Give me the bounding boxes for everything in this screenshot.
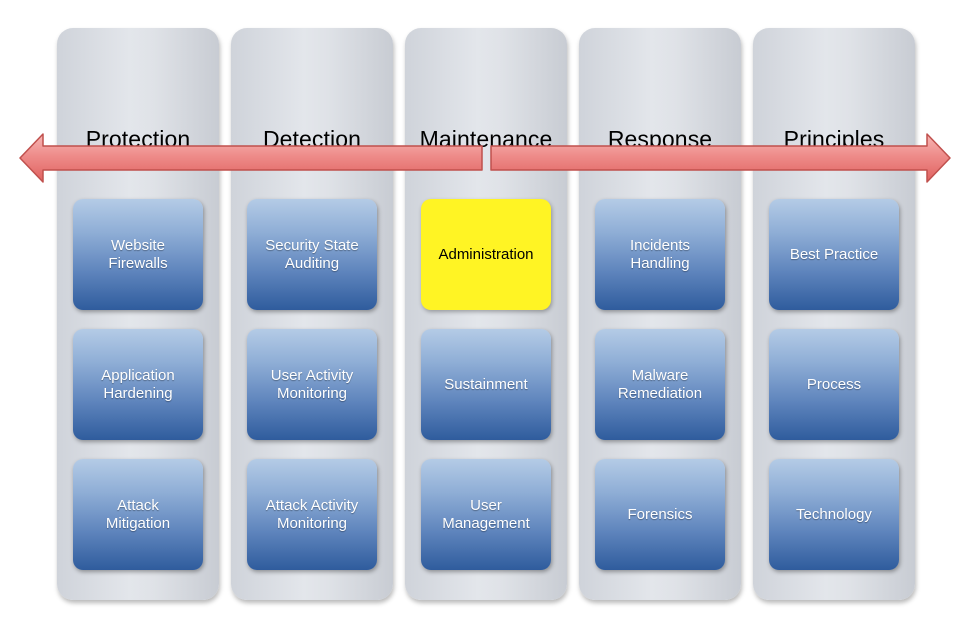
- item-label: Website Firewalls: [108, 236, 168, 272]
- item-box: Forensics: [595, 459, 725, 570]
- item-label: User Management: [442, 496, 530, 532]
- item-box: Security State Auditing: [247, 199, 377, 310]
- column-maintenance: Maintenance Administration Sustainment U…: [405, 28, 567, 600]
- item-box: Sustainment: [421, 329, 551, 440]
- item-box: Website Firewalls: [73, 199, 203, 310]
- item-label: Best Practice: [789, 245, 879, 263]
- item-label: Incidents Handling: [629, 236, 691, 272]
- item-box: User Management: [421, 459, 551, 570]
- column-response: Response Incidents Handling Malware Reme…: [579, 28, 741, 600]
- item-label: Forensics: [627, 505, 693, 523]
- column-title: Maintenance: [419, 126, 553, 152]
- item-box: Best Practice: [769, 199, 899, 310]
- column-title: Response: [607, 126, 713, 152]
- item-box: Attack Mitigation: [73, 459, 203, 570]
- column-detection: Detection Security State Auditing User A…: [231, 28, 393, 600]
- item-label: Application Hardening: [101, 366, 175, 402]
- item-label: Attack Activity Monitoring: [265, 496, 359, 532]
- item-label: Sustainment: [444, 375, 528, 393]
- column-protection: Protection Website Firewalls Application…: [57, 28, 219, 600]
- column-principles: Principles Best Practice Process Technol…: [753, 28, 915, 600]
- item-label: Process: [806, 375, 862, 393]
- item-label: Technology: [796, 505, 872, 523]
- item-box: User Activity Monitoring: [247, 329, 377, 440]
- column-title: Principles: [783, 126, 885, 152]
- item-box: Incidents Handling: [595, 199, 725, 310]
- item-label: Attack Mitigation: [105, 496, 171, 532]
- item-label: User Activity Monitoring: [270, 366, 354, 402]
- item-box: Malware Remediation: [595, 329, 725, 440]
- item-box: Process: [769, 329, 899, 440]
- item-box: Technology: [769, 459, 899, 570]
- column-title: Protection: [85, 126, 191, 152]
- item-box-highlighted: Administration: [421, 199, 551, 310]
- item-box: Attack Activity Monitoring: [247, 459, 377, 570]
- item-label: Malware Remediation: [617, 366, 703, 402]
- item-box: Application Hardening: [73, 329, 203, 440]
- column-title: Detection: [262, 126, 362, 152]
- item-label: Security State Auditing: [265, 236, 359, 272]
- item-label: Administration: [438, 245, 534, 263]
